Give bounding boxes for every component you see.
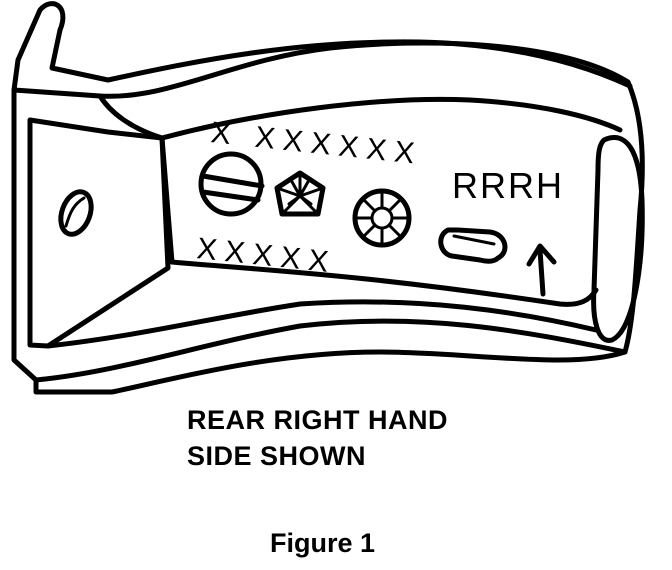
top-flange [11, 1, 111, 93]
marking-tag: RRRH [452, 165, 564, 206]
recycle-circle-icon [352, 188, 412, 248]
top-flange-inner [105, 39, 633, 89]
caption-line-1: REAR RIGHT HAND [187, 405, 448, 435]
caption: REAR RIGHT HAND SIDE SHOWN [187, 402, 448, 474]
pentastar-icon [274, 170, 326, 217]
figure-label: Figure 1 [270, 528, 376, 558]
marking-bottom-row: XXXXX [195, 232, 338, 279]
left-panel [27, 117, 171, 349]
left-panel-edge [159, 135, 599, 307]
mounting-hole-inner [64, 196, 86, 228]
slot-icon [438, 227, 508, 264]
caption-line-2: SIDE SHOWN [187, 441, 367, 471]
marking-top-row: X XXXXXX [209, 116, 424, 171]
lower-lip [45, 299, 599, 349]
top-rim-lower [97, 93, 623, 141]
lower-lip-2 [33, 318, 628, 383]
right-end-cap [591, 135, 645, 343]
up-arrow-icon [526, 243, 557, 297]
screw-head-icon [198, 151, 265, 217]
mounting-hole [58, 189, 94, 237]
